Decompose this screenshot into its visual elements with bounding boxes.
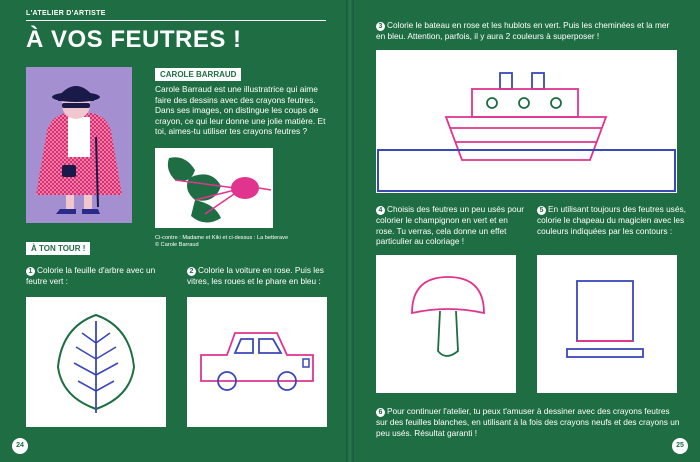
boat-drawing-box[interactable] <box>376 50 677 193</box>
header-rule <box>26 20 326 21</box>
step-text: Pour continuer l'atelier, tu peux t'amus… <box>376 406 680 438</box>
leaf-drawing-box[interactable] <box>26 297 166 427</box>
page-number: 25 <box>672 438 688 454</box>
step-text: Choisis des feutres un peu usés pour col… <box>376 204 524 247</box>
artist-illustration <box>26 67 132 223</box>
image-credit: Ci-contre : Madame et Kiki et ci-dessus … <box>155 235 330 249</box>
artist-bio: Carole Barraud est une illustratrice qui… <box>155 84 326 137</box>
your-turn-tag: À TON TOUR ! <box>26 242 91 255</box>
step-number: 2 <box>187 267 196 276</box>
step-text: Colorie la voiture en rose. Puis les vit… <box>187 265 324 286</box>
artist-name-tag: CAROLE BARRAUD <box>155 68 242 81</box>
step-text: En utilisant toujours des feutres usés, … <box>537 204 686 236</box>
step-number: 5 <box>537 206 546 215</box>
step-number: 6 <box>376 408 385 417</box>
step-text: Colorie le bateau en rose et les hublots… <box>376 20 670 41</box>
step-text: Colorie la feuille d'arbre avec un feutr… <box>26 265 156 286</box>
page-title: À VOS FEUTRES ! <box>26 26 242 53</box>
magician-hat-drawing-box[interactable] <box>537 255 677 393</box>
credit-line: Ci-contre : Madame et Kiki et ci-dessus … <box>155 235 289 241</box>
step-number: 4 <box>376 206 385 215</box>
car-drawing-box[interactable] <box>187 297 327 427</box>
copyright-line: © Carole Barraud <box>155 242 199 248</box>
section-kicker: L'ATELIER D'ARTISTE <box>26 10 106 17</box>
step-number: 3 <box>376 22 385 31</box>
left-page: L'ATELIER D'ARTISTE À VOS FEUTRES ! <box>0 0 348 462</box>
mushroom-drawing-box[interactable] <box>376 255 516 393</box>
beetroot-illustration <box>155 148 273 228</box>
step-number: 1 <box>26 267 35 276</box>
book-gutter <box>346 0 354 462</box>
page-number: 24 <box>12 438 28 454</box>
